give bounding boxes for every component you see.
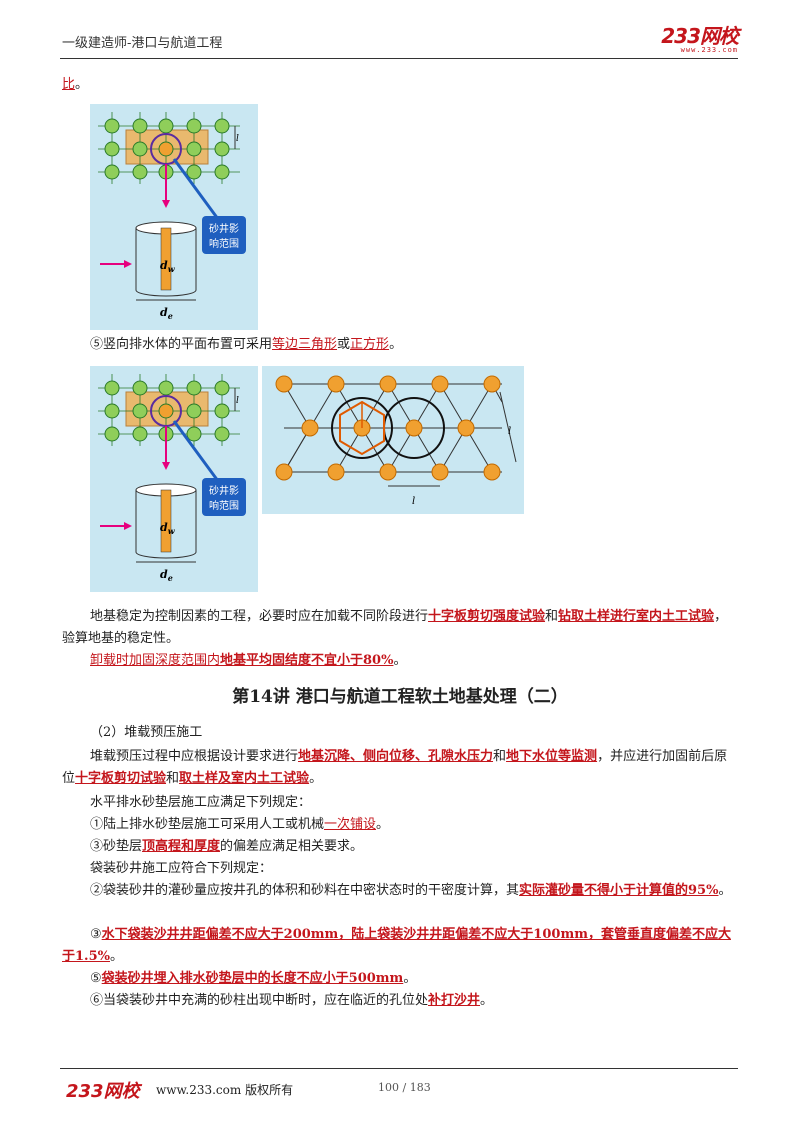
item-6b: ⑥当袋装砂井中充满的砂柱出现中断时，应在临近的孔位处补打沙井。	[90, 993, 494, 1008]
logo-url: www.233.com	[680, 46, 738, 54]
dw-label: dw	[160, 259, 176, 274]
dw-label: dw	[160, 521, 176, 536]
para-layout: ⑤竖向排水体的平面布置可采用等边三角形或正方形。	[90, 337, 403, 352]
para-unload: 卸载时加固深度范围内地基平均固结度不宜小于80%。	[90, 653, 407, 668]
callout-line2: 响范围	[209, 237, 239, 250]
sub-heading: （2）堆载预压施工	[90, 725, 203, 740]
spacing-l-label-1: l	[508, 426, 511, 437]
item-3: ③砂垫层顶高程和厚度的偏差应满足相关要求。	[90, 839, 364, 854]
logo-text: 233网校	[661, 24, 739, 48]
spacing-l-label: l	[236, 396, 239, 406]
page-header: 一级建造师-港口与航道工程 233网校 www.233.com	[60, 22, 739, 59]
para-stability: 地基稳定为控制因素的工程，必要时应在加载不同阶段进行十字板剪切强度试验和钻取土样…	[62, 609, 728, 646]
item-2b: ②袋装砂井的灌砂量应按井孔的体积和砂料在中密状态时的干密度计算，其实际灌砂量不得…	[90, 883, 732, 898]
page-footer: 233网校 www.233.com 版权所有 100 / 183	[60, 1068, 738, 1102]
page-number: 100 / 183	[378, 1081, 431, 1094]
sand-drain-diagram-1: l 砂井影 响范围 dw de	[90, 104, 258, 330]
intro-fragment: 比。	[62, 77, 89, 92]
de-label: de	[160, 568, 173, 583]
triangular-layout-diagram: l l	[262, 366, 524, 514]
item-1: ①陆上排水砂垫层施工可采用人工或机械一次铺设。	[90, 817, 390, 832]
item-5b: ⑤袋装砂井埋入排水砂垫层中的长度不应小于500mm。	[90, 971, 417, 986]
sand-drain-diagram-2: l 砂井影 响范围 dw de	[90, 366, 258, 592]
callout-line1: 砂井影	[209, 484, 239, 497]
spacing-l-label-2: l	[412, 496, 415, 507]
para-horizontal: 水平排水砂垫层施工应满足下列规定：	[90, 795, 312, 810]
callout-line2: 响范围	[209, 499, 239, 512]
brand-logo: 233网校 www.233.com	[661, 24, 739, 54]
para-bagged: 袋装砂井施工应符合下列规定：	[90, 861, 273, 876]
item-3b: ③水下袋装沙井井距偏差不应大于200mm，陆上袋装沙井井距偏差不应大于100mm…	[62, 927, 731, 964]
header-title: 一级建造师-港口与航道工程	[62, 36, 223, 51]
section-title: 第14讲 港口与航道工程软土地基处理（二）	[232, 687, 568, 707]
callout-line1: 砂井影	[209, 222, 239, 235]
para-preload: 堆载预压过程中应根据设计要求进行地基沉降、侧向位移、孔隙水压力和地下水位等监测，…	[62, 749, 728, 786]
footer-logo: 233网校	[66, 1081, 140, 1102]
spacing-l-label: l	[236, 134, 239, 144]
footer-site: www.233.com 版权所有	[156, 1083, 294, 1097]
de-label: de	[160, 306, 173, 321]
